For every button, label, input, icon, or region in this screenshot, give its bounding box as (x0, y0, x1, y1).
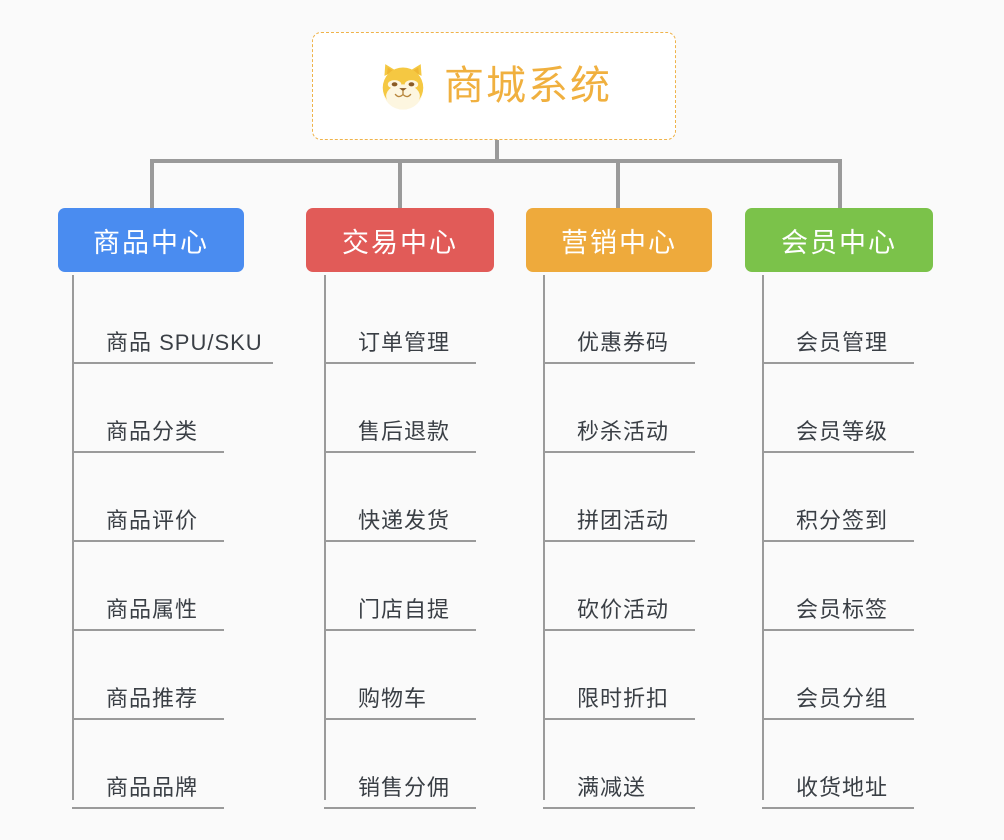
leaf-item-underline (543, 540, 695, 542)
leaf-item[interactable]: 商品推荐 (72, 631, 224, 720)
column-spine-3 (762, 275, 764, 800)
leaf-item-label: 会员分组 (796, 686, 889, 711)
category-header-3-label: 会员中心 (781, 227, 897, 258)
leaf-item-label: 会员管理 (796, 330, 889, 355)
leaf-item-underline (72, 807, 224, 809)
leaf-item-label: 拼团活动 (577, 508, 670, 533)
leaf-item-underline (324, 540, 476, 542)
category-header-2-label: 营销中心 (561, 227, 677, 258)
leaf-item[interactable]: 秒杀活动 (543, 364, 695, 453)
leaf-item-underline (72, 629, 224, 631)
leaf-item[interactable]: 购物车 (324, 631, 476, 720)
leaf-item-underline (762, 362, 914, 364)
leaf-item[interactable]: 会员标签 (762, 542, 914, 631)
leaf-item-label: 商品 SPU/SKU (106, 330, 263, 355)
column-spine-1 (324, 275, 326, 800)
shiba-dog-face-icon (382, 64, 424, 110)
leaf-item-underline (72, 540, 224, 542)
leaf-item-label: 秒杀活动 (577, 419, 670, 444)
category-header-1-label: 交易中心 (342, 227, 458, 258)
leaf-item-underline (543, 451, 695, 453)
leaf-item[interactable]: 售后退款 (324, 364, 476, 453)
category-header-0[interactable]: 商品中心 (58, 208, 244, 272)
connector-root-stem (495, 140, 499, 163)
leaf-item-underline (762, 718, 914, 720)
leaf-item-underline (543, 362, 695, 364)
leaf-item-label: 商品推荐 (106, 686, 199, 711)
category-header-0-label: 商品中心 (93, 227, 209, 258)
connector-drop-1 (150, 159, 154, 209)
leaf-item-label: 售后退款 (358, 419, 451, 444)
connector-drop-2 (398, 159, 402, 209)
leaf-item[interactable]: 商品 SPU/SKU (72, 275, 273, 364)
leaf-item-label: 商品分类 (106, 419, 199, 444)
category-header-3[interactable]: 会员中心 (745, 208, 933, 272)
leaf-item-label: 满减送 (577, 775, 647, 800)
leaf-item-label: 商品属性 (106, 597, 199, 622)
leaf-item-underline (543, 629, 695, 631)
leaf-item-underline (72, 362, 273, 364)
leaf-item-underline (72, 451, 224, 453)
leaf-item-label: 购物车 (358, 686, 428, 711)
leaf-item[interactable]: 门店自提 (324, 542, 476, 631)
leaf-item[interactable]: 收货地址 (762, 720, 914, 809)
leaf-item[interactable]: 商品品牌 (72, 720, 224, 809)
leaf-item[interactable]: 订单管理 (324, 275, 476, 364)
leaf-item-label: 积分签到 (796, 508, 889, 533)
leaf-item-label: 销售分佣 (358, 775, 451, 800)
leaf-item[interactable]: 会员等级 (762, 364, 914, 453)
leaf-item[interactable]: 商品分类 (72, 364, 224, 453)
leaf-item-label: 优惠券码 (577, 330, 670, 355)
category-header-2[interactable]: 营销中心 (526, 208, 712, 272)
leaf-item-label: 商品品牌 (106, 775, 199, 800)
leaf-item-label: 订单管理 (358, 330, 451, 355)
column-spine-2 (543, 275, 545, 800)
leaf-item[interactable]: 优惠券码 (543, 275, 695, 364)
leaf-item[interactable]: 拼团活动 (543, 453, 695, 542)
leaf-item[interactable]: 满减送 (543, 720, 695, 809)
connector-horizontal-bus (150, 159, 842, 163)
column-spine-0 (72, 275, 74, 800)
leaf-item[interactable]: 快递发货 (324, 453, 476, 542)
leaf-item-label: 门店自提 (358, 597, 451, 622)
connector-drop-4 (838, 159, 842, 209)
leaf-item-underline (762, 540, 914, 542)
leaf-item-underline (324, 451, 476, 453)
leaf-item-underline (543, 807, 695, 809)
connector-drop-3 (616, 159, 620, 209)
root-title: 商城系统 (444, 64, 612, 108)
leaf-item-label: 会员标签 (796, 597, 889, 622)
leaf-item-underline (762, 629, 914, 631)
leaf-item[interactable]: 限时折扣 (543, 631, 695, 720)
leaf-item-underline (324, 807, 476, 809)
leaf-item-underline (762, 807, 914, 809)
leaf-item[interactable]: 商品评价 (72, 453, 224, 542)
leaf-item-underline (543, 718, 695, 720)
leaf-item[interactable]: 会员分组 (762, 631, 914, 720)
leaf-item-label: 快递发货 (358, 508, 451, 533)
leaf-item-underline (72, 718, 224, 720)
leaf-item-label: 会员等级 (796, 419, 889, 444)
leaf-item-label: 收货地址 (796, 775, 889, 800)
leaf-item[interactable]: 销售分佣 (324, 720, 476, 809)
leaf-item[interactable]: 商品属性 (72, 542, 224, 631)
leaf-item[interactable]: 会员管理 (762, 275, 914, 364)
leaf-item[interactable]: 砍价活动 (543, 542, 695, 631)
leaf-item-label: 商品评价 (106, 508, 199, 533)
leaf-item-label: 限时折扣 (577, 686, 670, 711)
leaf-item-underline (762, 451, 914, 453)
root-node[interactable]: 商城系统 (312, 32, 676, 140)
leaf-item-underline (324, 718, 476, 720)
leaf-item-underline (324, 629, 476, 631)
leaf-item[interactable]: 积分签到 (762, 453, 914, 542)
category-header-1[interactable]: 交易中心 (306, 208, 494, 272)
leaf-item-label: 砍价活动 (577, 597, 670, 622)
leaf-item-underline (324, 362, 476, 364)
